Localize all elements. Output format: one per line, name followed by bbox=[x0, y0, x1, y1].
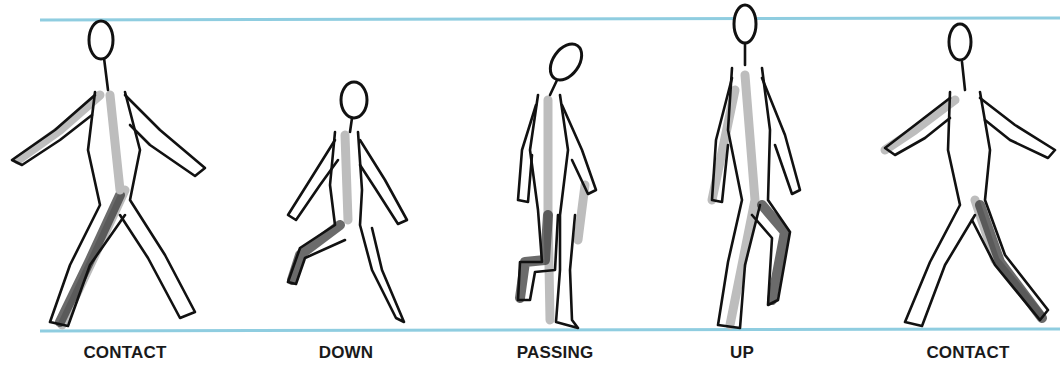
pose-label: UP bbox=[730, 343, 754, 363]
contact-figure bbox=[885, 24, 1055, 326]
pose-label: CONTACT bbox=[83, 343, 166, 363]
down-figure bbox=[288, 82, 407, 322]
up-figure bbox=[712, 5, 800, 328]
pose-label: DOWN bbox=[319, 343, 374, 363]
pose-label: PASSING bbox=[517, 343, 594, 363]
contact-figure bbox=[12, 21, 205, 326]
pose-label: CONTACT bbox=[926, 343, 1009, 363]
passing-figure bbox=[518, 38, 596, 328]
bottom-guide-line bbox=[40, 329, 1060, 331]
top-guide-line bbox=[40, 18, 1060, 20]
